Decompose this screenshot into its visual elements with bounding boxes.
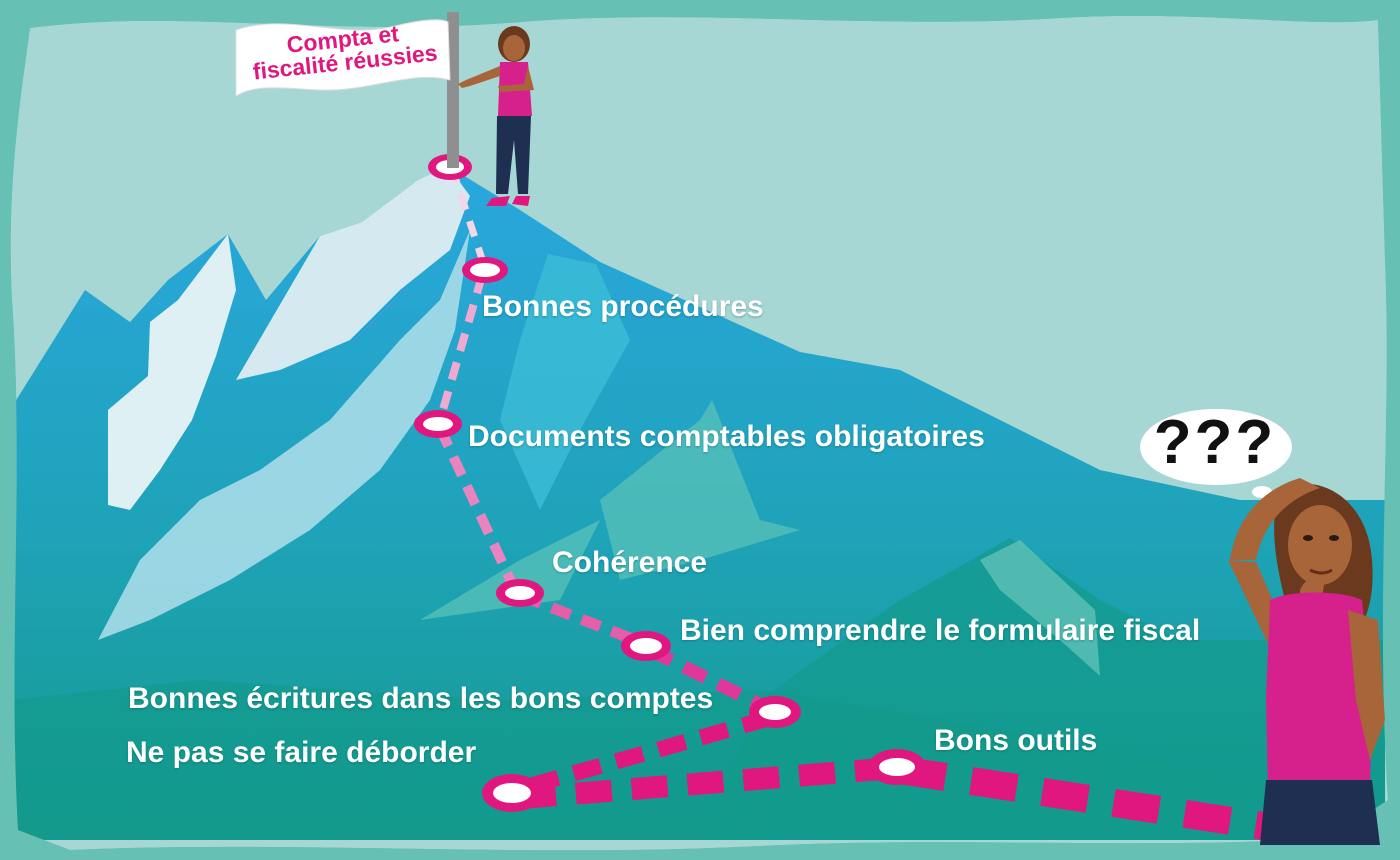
- waypoint-outils: [868, 749, 926, 785]
- label-bonnes-procedures: Bonnes procédures: [482, 292, 764, 322]
- waypoint-formulaire: [621, 631, 671, 661]
- waypoint-ecritures: [749, 696, 801, 728]
- waypoint-coherence: [496, 579, 544, 607]
- label-coherence: Cohérence: [552, 548, 707, 578]
- label-bonnes-ecritures: Bonnes écritures dans les bons comptes: [128, 684, 713, 714]
- waypoint-bonnes-procedures: [462, 257, 508, 283]
- waypoint-documents: [414, 410, 462, 438]
- label-formulaire-fiscal: Bien comprendre le formulaire fiscal: [680, 616, 1200, 646]
- thought-question-marks: ???: [1140, 412, 1290, 474]
- label-documents-comptables: Documents comptables obligatoires: [468, 422, 985, 452]
- label-bons-outils: Bons outils: [934, 726, 1097, 756]
- label-ne-pas-deborder: Ne pas se faire déborder: [126, 738, 476, 768]
- waypoint-deborder: [482, 774, 542, 812]
